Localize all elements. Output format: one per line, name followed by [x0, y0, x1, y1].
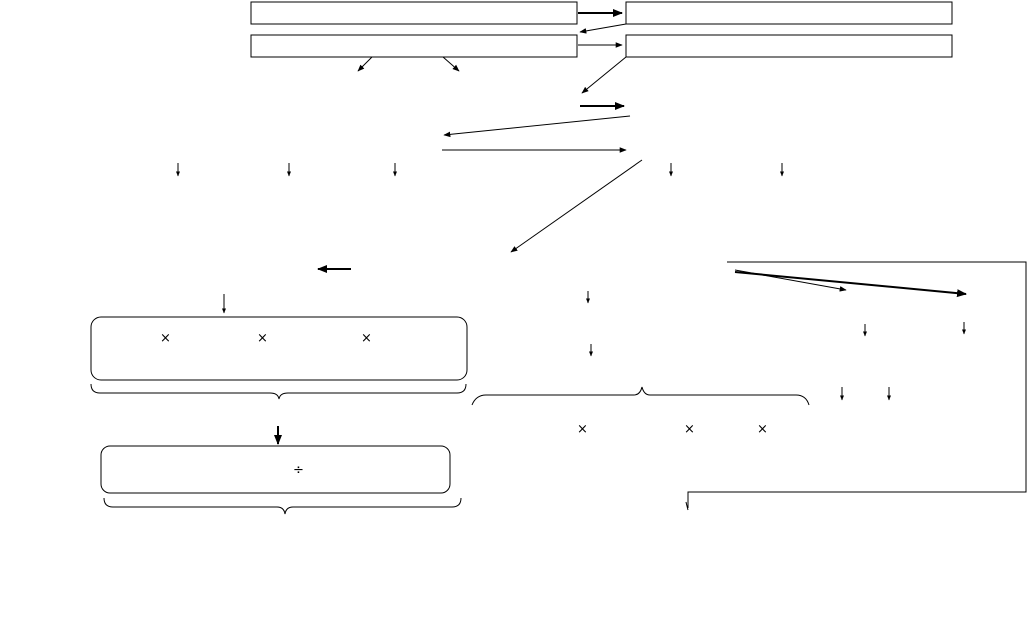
rounded-box-divide [100, 445, 451, 494]
arrow-long-left [443, 115, 631, 138]
right-frame-line [687, 261, 1027, 508]
arrow-split-right [442, 56, 460, 72]
top-right-box [625, 1, 953, 25]
top-left-box [250, 1, 578, 25]
overbrace-middle [471, 386, 810, 406]
multiply-symbol-2: × [257, 331, 268, 346]
second-right-box [625, 34, 953, 58]
brace-under-box-2 [103, 497, 462, 515]
arrow-fan-2 [734, 271, 967, 298]
second-left-box [250, 34, 578, 58]
arrow-diagonal-down [581, 56, 627, 94]
arrow-split-left [357, 56, 373, 72]
multiply-symbol-6: × [757, 422, 768, 437]
arrow-long-diagonal [510, 159, 643, 253]
multiply-symbol-5: × [684, 422, 695, 437]
divide-symbol: ÷ [293, 463, 304, 478]
multiply-symbol-3: × [361, 331, 372, 346]
brace-under-box-1 [90, 383, 467, 400]
arrow-top-back [579, 23, 627, 34]
multiply-symbol-4: × [577, 422, 588, 437]
right-frame-tip [685, 501, 689, 511]
rounded-box-multiply [90, 316, 468, 381]
multiply-symbol-1: × [160, 331, 171, 346]
